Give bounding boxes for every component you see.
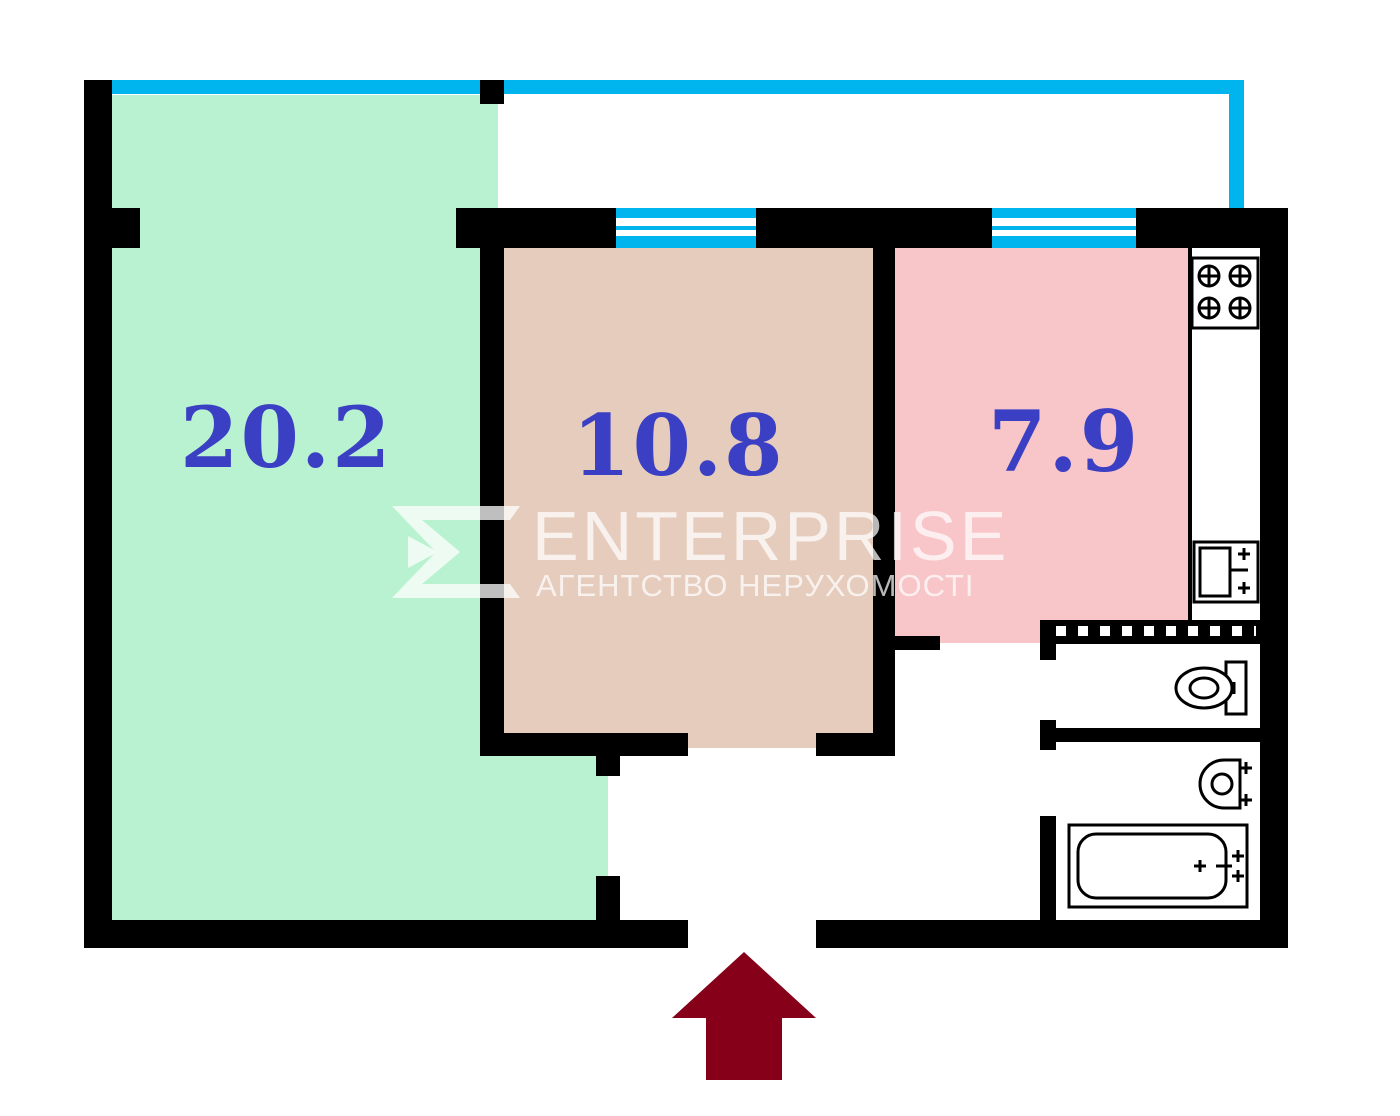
wall-kitchen-stub: [895, 636, 940, 650]
kitchen: [895, 248, 1190, 643]
wall-bottom-left: [84, 920, 688, 948]
kitchen-window: [992, 208, 1136, 248]
sink-icon: [1192, 540, 1260, 604]
door-jamb-living-top: [596, 756, 620, 776]
bedroom-area: 10.8: [572, 396, 785, 495]
toilet-icon: [1174, 660, 1248, 716]
entrance-arrow-icon: [672, 952, 816, 1080]
bathtub-icon: [1067, 823, 1249, 909]
kitchen-window-glass-2: [992, 230, 1136, 236]
bathroom-wall-left: [1040, 816, 1056, 926]
wc-door-jamb: [1040, 720, 1056, 750]
kitchen-window-glass: [992, 218, 1136, 226]
watermark-subtitle: АГЕНТСТВО НЕРУХОМОСТІ: [536, 568, 975, 603]
bedroom-window-glass: [616, 218, 756, 226]
living-room-extension: [480, 735, 608, 920]
bedroom-window: [616, 208, 756, 248]
balcony-window-right: [1229, 80, 1244, 210]
washbasin-icon: [1198, 758, 1252, 810]
wc-wall-bottom: [1040, 728, 1260, 742]
wall-bedroom-kitchen: [873, 248, 895, 756]
wall-right: [1260, 208, 1288, 948]
stove-icon: [1190, 256, 1260, 330]
wall-living-bedroom: [480, 208, 504, 756]
kitchen-counter-edge: [1188, 248, 1192, 620]
bedroom-window-glass-2: [616, 230, 756, 236]
wall-top-b: [756, 208, 992, 248]
enterprise-logo: [392, 506, 520, 598]
bedroom: [503, 248, 873, 748]
wall-top-c: [1136, 208, 1288, 248]
wall-bedroom-bottom-left: [480, 733, 688, 756]
balcony-window-top: [112, 80, 1244, 94]
bathroom-wall-stub-1: [1040, 644, 1056, 660]
wall-left-stub: [84, 208, 140, 248]
door-jamb-living-bottom: [596, 876, 620, 920]
balcony-post: [480, 80, 504, 104]
kitchen-area: 7.9: [988, 392, 1141, 491]
living-room-area: 20.2: [180, 388, 393, 487]
watermark-title: ENTERPRISE: [532, 497, 1010, 575]
wall-bedroom-bottom-right: [816, 733, 895, 756]
bathroom-wall-dots: [1056, 626, 1256, 636]
